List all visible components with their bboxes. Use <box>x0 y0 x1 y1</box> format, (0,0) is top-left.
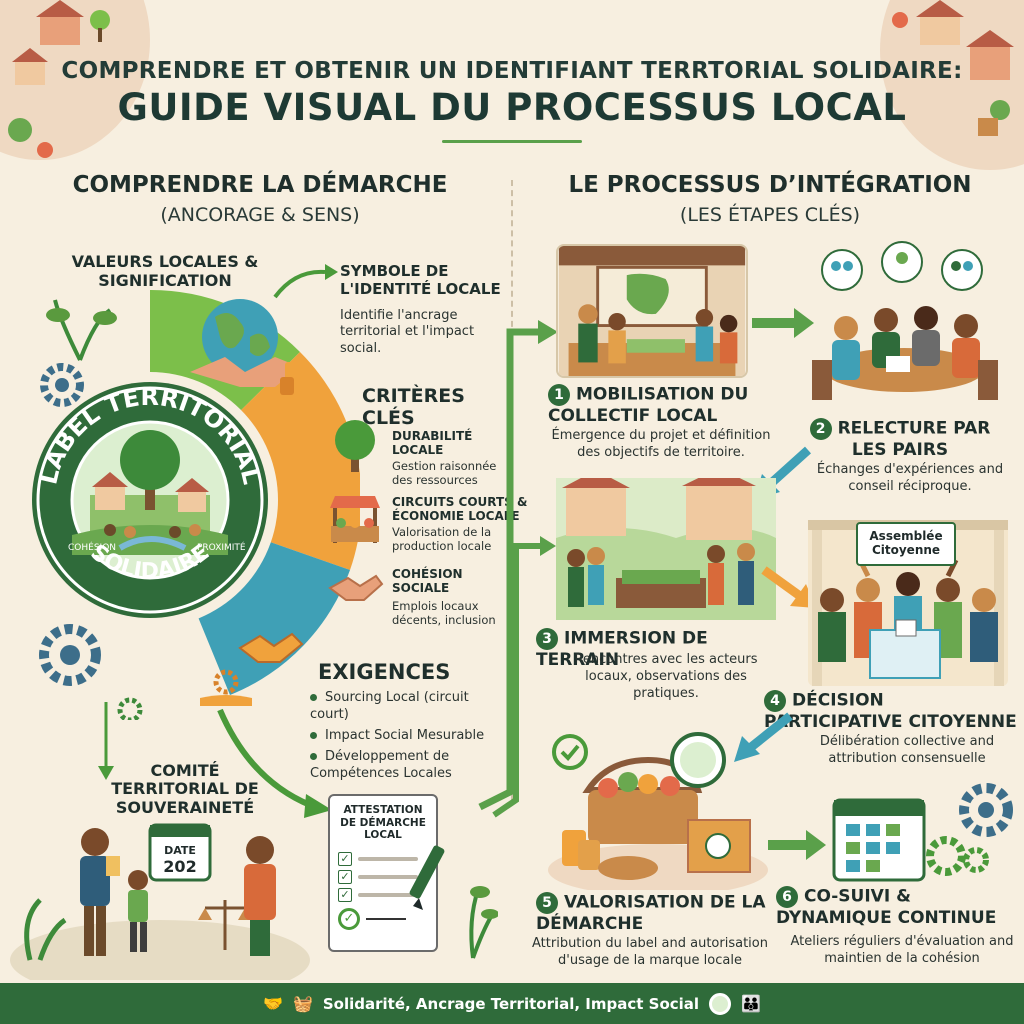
step4-desc: Délibération collective and attribution … <box>819 734 995 766</box>
arrow-to-step3 <box>492 536 556 818</box>
requirements-title: EXIGENCES <box>318 660 451 684</box>
left-section-subtitle: (ANCORAGE & SENS) <box>160 204 360 226</box>
handshake-icon <box>328 574 384 601</box>
attestation-document: ATTESTATION DE DÉMARCHE LOCAL ✓ ✓ ✓ ✓ <box>328 794 438 952</box>
hand-plant-icon <box>200 669 252 706</box>
arrow-to-attestation <box>217 708 332 818</box>
footer-bar: 🤝 🧺 Solidarité, Ancrage Territorial, Imp… <box>0 983 1024 1024</box>
requirement-3-text: Développement de Compétences Locales <box>310 748 452 781</box>
assembly-sign: Assemblée Citoyenne <box>856 522 956 566</box>
step1-desc: Émergence du projet et définition des ob… <box>551 428 771 460</box>
assembly-sign-text: Assemblée Citoyenne <box>869 529 943 557</box>
criteria-3-desc: Emplois locaux décents, inclusion <box>392 599 496 627</box>
check-row: ✓ <box>338 887 428 902</box>
step1-number: 1 <box>548 384 570 406</box>
step3-title: IMMERSION DE TERRAIN <box>536 628 708 670</box>
basket-icon: 🧺 <box>292 994 313 1013</box>
requirement-2-text: Impact Social Mesurable <box>325 727 485 743</box>
requirement-item: Sourcing Local (circuit court) <box>310 690 510 724</box>
requirement-item: Développement de Compétences Locales <box>310 749 510 783</box>
step4-number: 4 <box>764 690 786 712</box>
village-corner-right-illustration <box>880 0 1024 170</box>
step3-desc: Rencontres avec les acteurs locaux, obse… <box>574 652 758 701</box>
right-section-title: LE PROCESSUS D’INTÉGRATION <box>568 172 972 198</box>
tree-icon <box>335 420 375 472</box>
calendar-value: 202 <box>163 857 196 876</box>
step4-title: DÉCISION PARTICIPATIVE CITOYENNE <box>764 690 1017 732</box>
globe-handshake-icon <box>190 299 301 395</box>
step2-desc: Échanges d'expériences and conseil récip… <box>816 462 1004 494</box>
left-section-title: COMPRENDRE LA DÉMARCHE <box>72 172 448 198</box>
criteria-2-title: CIRCUITS COURTS & ÉCONOMIE LOCALE <box>392 495 528 523</box>
main-title-line2: GUIDE VISUAL DU PROCESSUS LOCAL <box>117 86 907 129</box>
step3-number: 3 <box>536 628 558 650</box>
plant-right-of-doc-icon <box>469 886 498 959</box>
symbol-desc: Identifie l'ancrage territorial et l'imp… <box>340 308 475 356</box>
blue-handshake-icon <box>238 632 304 663</box>
requirement-item: Impact Social Mesurable <box>310 728 510 745</box>
check-row: ✓ <box>338 869 428 884</box>
step6-illustration <box>832 783 1013 882</box>
step3-illustration <box>556 478 776 620</box>
village-corner-left-illustration <box>0 0 150 160</box>
criteria-1-title: DURABILITÉ LOCALE <box>392 429 473 457</box>
criteria-title: CRITÈRES CLÉS <box>362 385 465 429</box>
committee-illustration: DATE 202 <box>10 823 310 980</box>
seal-left-word: COHÉSION <box>68 541 116 553</box>
step6-number: 6 <box>776 886 798 908</box>
arrow-step5-to-step6 <box>768 830 826 860</box>
seal-right-word: PROXIMITÉ <box>197 541 246 553</box>
handshake-icon: 🤝 <box>263 994 283 1013</box>
seal-text: LABEL TERRITORIAL SOLIDAIRE COHÉSION PRO… <box>34 383 265 584</box>
right-section-subtitle: (LES ÉTAPES CLÉS) <box>679 204 861 226</box>
criteria-3-title: COHÉSION SOCIALE <box>392 567 463 595</box>
requirement-1-text: Sourcing Local (circuit court) <box>310 690 469 722</box>
calendar-label: DATE <box>164 844 196 857</box>
step5-number: 5 <box>536 892 558 914</box>
committee-title: COMITÉ TERRITORIAL DE SOUVERAINETÉ <box>111 761 259 817</box>
approved-check-icon: ✓ <box>338 907 360 930</box>
step5-title: VALORISATION DE LA DÉMARCHE <box>536 892 766 934</box>
arrow-step4-to-step5 <box>734 712 793 762</box>
criteria-2-desc: Valorisation de la production locale <box>392 525 492 553</box>
pen-icon <box>409 845 445 910</box>
step6-title: CO-SUIVI & DYNAMIQUE CONTINUE <box>776 886 997 928</box>
check-row: ✓ <box>338 851 428 866</box>
arrow-to-committee <box>98 702 114 780</box>
arrow-left-to-step1 <box>478 320 558 811</box>
step2-title: RELECTURE PAR LES PAIRS <box>837 418 991 460</box>
arrow-to-symbol <box>273 264 338 299</box>
footer-text: Solidarité, Ancrage Territorial, Impact … <box>322 994 700 1013</box>
seal-icon <box>709 992 732 1015</box>
title-underline <box>442 140 582 143</box>
main-title-line1: COMPRENDRE ET OBTENIR UN IDENTIFIANT TER… <box>61 58 963 84</box>
step2-illustration <box>812 241 998 400</box>
step2-number: 2 <box>809 418 832 440</box>
symbol-title: SYMBOLE DE L'IDENTITÉ LOCALE <box>340 262 501 298</box>
step5-desc: Attribution du label and autorisation d'… <box>532 936 768 968</box>
values-label: VALEURS LOCALES & SIGNIFICATION <box>71 252 259 291</box>
step6-desc: Ateliers réguliers d'évaluation and main… <box>790 934 1014 966</box>
people-icon: 👪 <box>741 994 761 1013</box>
market-stall-icon <box>330 496 380 543</box>
step5-illustration <box>548 732 768 890</box>
attestation-title: ATTESTATION DE DÉMARCHE LOCAL <box>340 804 426 842</box>
step1-title: MOBILISATION DU COLLECTIF LOCAL <box>548 384 749 426</box>
step1-illustration <box>556 244 748 378</box>
arrow-step1-to-step2 <box>752 308 814 338</box>
criteria-1-desc: Gestion raisonnée des ressources <box>392 459 497 487</box>
requirements-list: Sourcing Local (circuit court) Impact So… <box>310 690 510 782</box>
